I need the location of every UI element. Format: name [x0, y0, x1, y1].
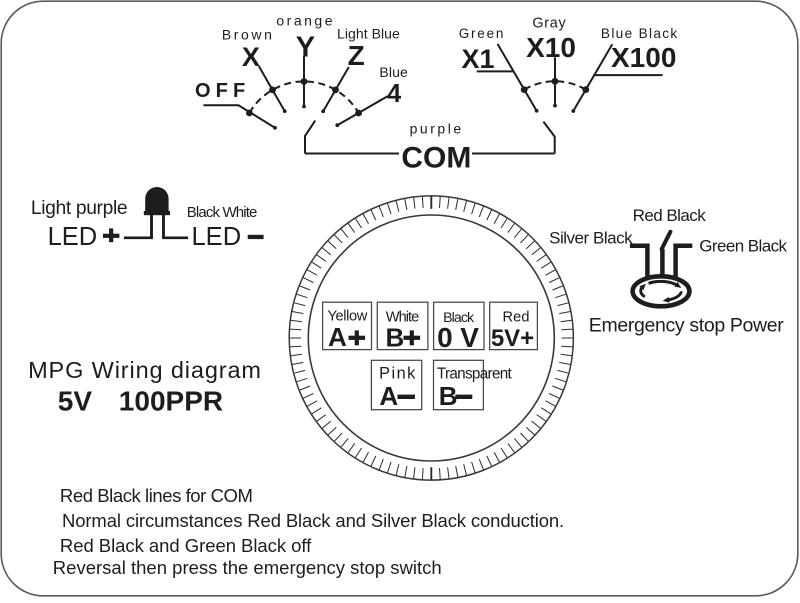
svg-text:Normal circumstances Red Black: Normal circumstances Red Black and Silve…: [62, 510, 564, 531]
svg-text:Blue Black: Blue Black: [601, 26, 678, 41]
svg-text:Red Black: Red Black: [633, 206, 707, 225]
svg-text:Transparent: Transparent: [437, 366, 513, 383]
svg-text:Blue: Blue: [379, 64, 408, 80]
svg-text:Reversal then press the emerge: Reversal then press the emergency stop s…: [53, 557, 442, 578]
svg-text:Y: Y: [296, 32, 315, 64]
svg-text:A: A: [328, 322, 347, 352]
svg-text:MPG Wiring diagram: MPG Wiring diagram: [28, 357, 261, 383]
svg-text:Green Black: Green Black: [699, 237, 787, 256]
svg-text:Gray: Gray: [532, 16, 566, 32]
svg-text:OFF: OFF: [195, 80, 245, 102]
svg-text:X10: X10: [526, 32, 576, 63]
svg-text:LED: LED: [192, 223, 242, 251]
svg-text:COM: COM: [401, 142, 471, 175]
svg-text:Yellow: Yellow: [328, 309, 368, 325]
svg-text:B: B: [386, 322, 405, 352]
svg-text:A: A: [379, 381, 398, 411]
svg-text:Z: Z: [348, 40, 365, 71]
svg-text:Red: Red: [503, 310, 530, 326]
svg-text:Red Black lines for COM: Red Black lines for COM: [60, 485, 253, 506]
svg-text:Black: Black: [443, 310, 475, 326]
svg-text:Red Black and Green Black off: Red Black and Green Black off: [60, 535, 312, 556]
svg-text:Emergency stop Power: Emergency stop Power: [589, 315, 785, 337]
svg-text:orange: orange: [276, 13, 332, 29]
svg-text:Light Blue: Light Blue: [337, 26, 400, 42]
svg-text:Brown: Brown: [222, 27, 272, 43]
svg-text:Silver Black: Silver Black: [549, 229, 633, 248]
svg-text:X100: X100: [611, 42, 676, 73]
svg-text:100PPR: 100PPR: [119, 386, 223, 417]
svg-text:5V+: 5V+: [491, 325, 534, 352]
svg-text:5V: 5V: [58, 386, 93, 417]
svg-text:B: B: [439, 381, 458, 411]
svg-text:Pink: Pink: [379, 365, 416, 383]
svg-text:4: 4: [387, 80, 402, 108]
svg-text:X1: X1: [462, 44, 495, 74]
svg-text:Black White: Black White: [187, 204, 258, 221]
svg-text:X: X: [242, 42, 260, 72]
svg-text:Green: Green: [459, 26, 504, 41]
svg-text:White: White: [386, 309, 420, 325]
svg-text:Light purple: Light purple: [31, 198, 128, 219]
svg-text:LED: LED: [48, 223, 98, 251]
